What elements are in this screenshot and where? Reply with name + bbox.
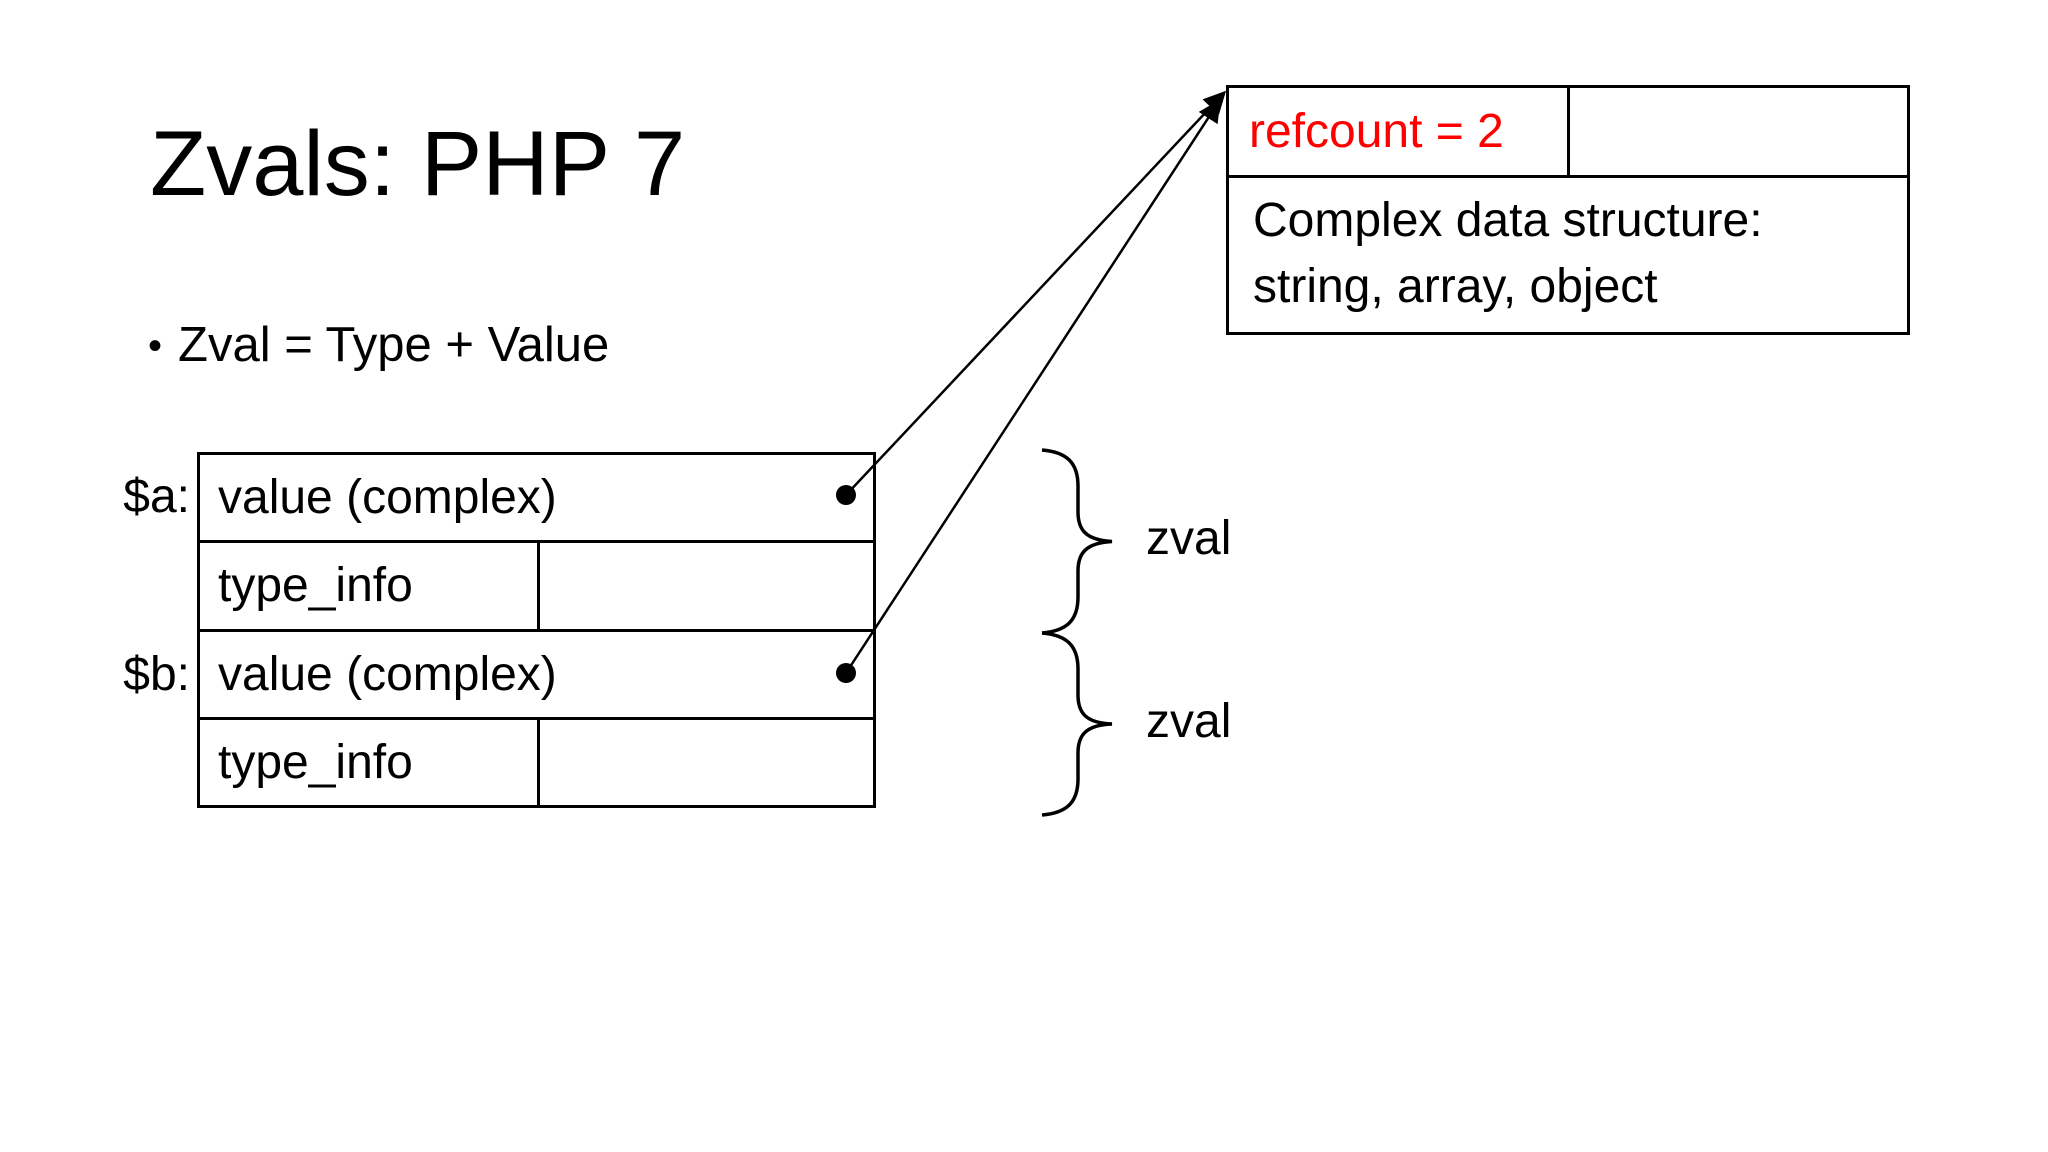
table-row: value (complex) (200, 632, 873, 720)
refcount-row: refcount = 2 (1229, 88, 1907, 178)
pointer-arrow-b (844, 99, 1221, 674)
empty-cell (540, 720, 873, 805)
heap-description-line2: string, array, object (1253, 260, 1658, 313)
heap-description: Complex data structure: string, array, o… (1229, 178, 1907, 332)
variable-label-b: $b: (123, 648, 190, 701)
empty-cell (1570, 88, 1907, 175)
zval-brace-label-a: zval (1146, 512, 1232, 565)
bullet-icon: • (148, 324, 163, 368)
brace-zval-b (1041, 631, 1113, 817)
zval-struct-table: value (complex) type_info value (complex… (197, 452, 876, 808)
type-info-cell-b: type_info (200, 719, 540, 805)
heap-structure-box: refcount = 2 Complex data structure: str… (1226, 85, 1910, 335)
table-row: value (complex) (200, 455, 873, 544)
value-cell-a: value (complex) (218, 471, 557, 525)
heap-description-line1: Complex data structure: (1253, 194, 1763, 247)
page-title: Zvals: PHP 7 (150, 113, 686, 215)
table-row: type_info (200, 719, 873, 805)
bullet-text: Zval = Type + Value (178, 318, 610, 372)
table-row: type_info (200, 543, 873, 632)
pointer-arrow-a (845, 90, 1227, 496)
refcount-value: refcount = 2 (1229, 88, 1570, 175)
variable-label-a: $a: (123, 470, 190, 523)
bullet-line: • Zval = Type + Value (148, 318, 610, 372)
empty-cell (540, 543, 873, 628)
zval-brace-label-b: zval (1146, 695, 1232, 748)
brace-zval-a (1041, 448, 1113, 635)
value-cell-b: value (complex) (218, 647, 557, 701)
type-info-cell-a: type_info (200, 543, 540, 629)
